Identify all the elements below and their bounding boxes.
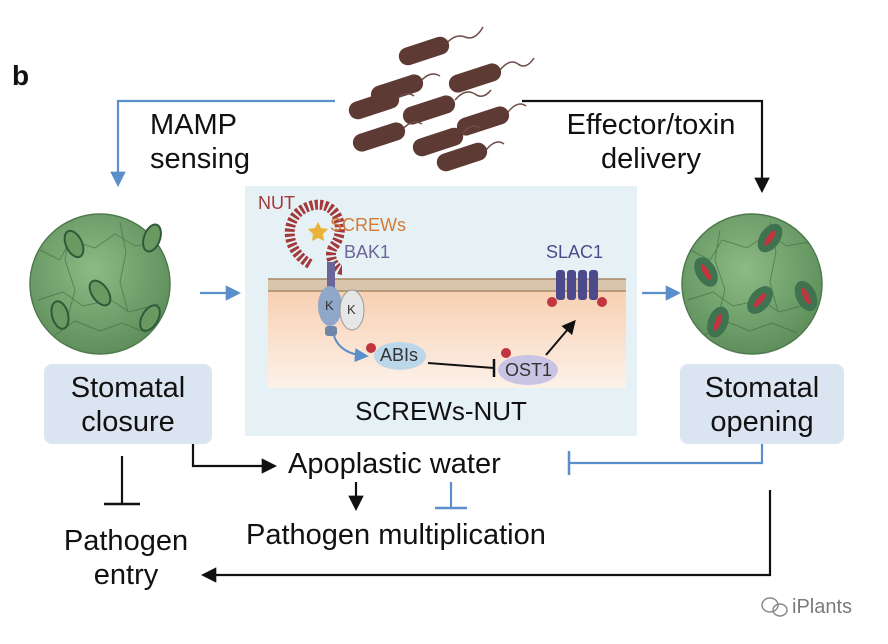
water-inhibits-multiplication	[435, 482, 467, 510]
effector-delivery-line2: delivery	[601, 143, 701, 175]
guard-cell-pair-icon	[694, 257, 718, 287]
kinase-label-b: K	[347, 302, 356, 317]
closure-to-water-arrow	[191, 444, 278, 474]
bacterium-icon	[456, 103, 527, 136]
abis-label: ABIs	[380, 345, 419, 365]
stomatal-opening-line1: Stomatal	[704, 372, 820, 404]
abis-node	[374, 342, 426, 370]
closure-label-box	[44, 364, 212, 444]
bacterium-icon	[412, 125, 481, 157]
nut-receptor-icon	[284, 199, 345, 275]
opening-label-box	[680, 364, 844, 444]
stomatal-opening-label: Stomatal opening	[680, 371, 844, 439]
apoplastic-water-label: Apoplastic water	[288, 448, 501, 480]
slac1-channel-icon	[547, 270, 607, 307]
bacterium-icon	[348, 90, 415, 120]
bacterium-icon	[398, 26, 484, 66]
bacterium-icon	[436, 141, 505, 172]
abis-inhibits-ost1	[427, 359, 496, 377]
guard-cell-pair-icon	[794, 280, 818, 312]
bacterium-icon	[448, 57, 535, 93]
stomatal-opening-line2: opening	[710, 406, 814, 438]
slac1-label: SLAC1	[546, 242, 604, 262]
effector-delivery-arrow	[522, 99, 770, 194]
closed-stomata-icon	[29, 213, 171, 355]
bak1-label: BAK1	[344, 242, 391, 262]
open-stomata-icon	[681, 213, 823, 355]
screws-label: SCREWs	[330, 215, 406, 235]
bacteria-cluster-icon	[348, 26, 535, 172]
pathogen-entry-line2: entry	[93, 559, 159, 591]
closure-inhibits-entry	[104, 456, 140, 506]
effector-delivery-label: Effector/toxin delivery	[548, 108, 754, 176]
nut-label: NUT	[258, 193, 295, 213]
effector-delivery-line1: Effector/toxin	[566, 109, 736, 141]
mamp-sensing-label: MAMP sensing	[150, 108, 250, 176]
ost1-label: OST1	[505, 360, 553, 380]
bacterium-icon	[402, 89, 492, 125]
stomatal-closure-label: Stomatal closure	[44, 371, 212, 439]
mamp-sensing-arrow	[110, 99, 335, 188]
guard-cell-pair-icon	[757, 223, 783, 253]
ost1-node	[498, 355, 558, 385]
guard-cell-pair-icon	[707, 306, 729, 338]
opening-to-entry-arrow	[200, 490, 772, 583]
opening-inhibits-water	[567, 444, 764, 475]
pathogen-entry-label: Pathogen entry	[46, 524, 206, 592]
pathogen-entry-line1: Pathogen	[63, 525, 189, 557]
wechat-icon	[761, 597, 788, 617]
pathogen-multiplication-label: Pathogen multiplication	[246, 519, 546, 551]
ost1-to-slac1-arrow	[545, 319, 576, 356]
bak1-receptor-icon	[318, 262, 365, 336]
watermark-label: iPlants	[792, 596, 853, 618]
phospho-ost1-icon	[501, 348, 511, 358]
stomatal-closure-line1: Stomatal	[70, 372, 186, 404]
guard-cell-pair-icon	[747, 286, 773, 314]
kinase-label-a: K	[325, 298, 334, 313]
stomatal-closure-line2: closure	[81, 406, 175, 438]
phospho-abis-icon	[366, 343, 376, 353]
mamp-sensing-line1: MAMP	[150, 109, 237, 141]
panel-label: b	[12, 60, 30, 91]
bacterium-icon	[352, 121, 423, 152]
bak1-to-abis-arrow	[333, 335, 369, 363]
screws-nut-title: SCREWs-NUT	[355, 396, 527, 426]
mamp-sensing-line2: sensing	[150, 143, 250, 175]
screws-peptide-icon	[308, 222, 328, 241]
